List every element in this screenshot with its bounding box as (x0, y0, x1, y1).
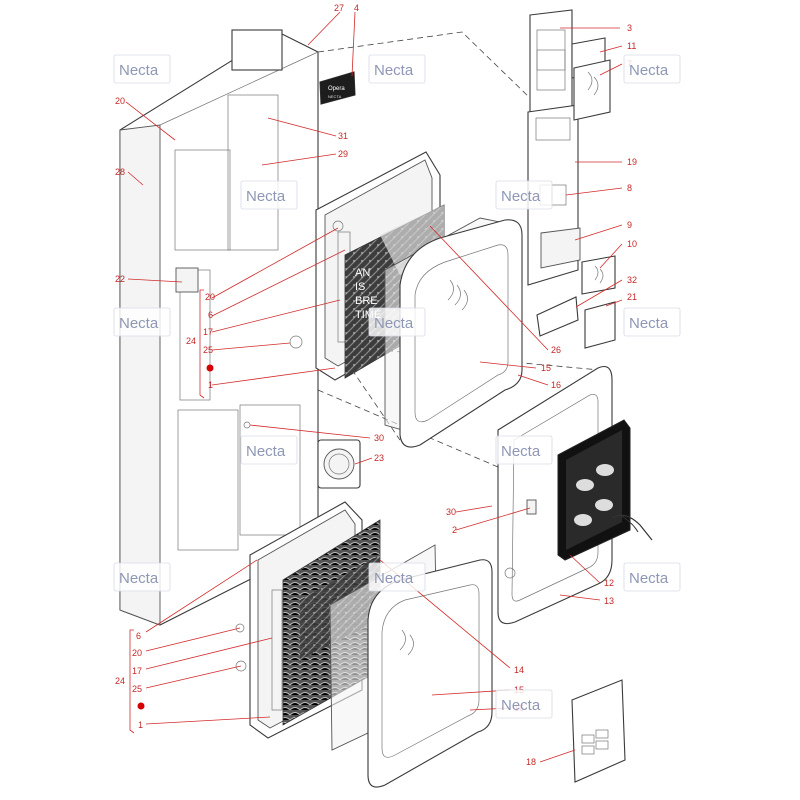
callout-1a: 1 (208, 380, 213, 390)
watermark: Necta (495, 689, 553, 719)
callout-1b: 1 (138, 720, 143, 730)
watermark: Necta (368, 307, 426, 337)
callout-11: 11 (627, 41, 636, 51)
svg-text:Necta: Necta (629, 62, 669, 79)
callout-31: 31 (338, 131, 348, 141)
callout-19: 19 (627, 157, 637, 167)
watermark: Necta (368, 54, 426, 84)
watermark: Necta (495, 435, 553, 465)
callout-18: 18 (526, 757, 536, 767)
watermarks: Necta Necta Necta Necta Necta Necta Nect… (113, 54, 681, 719)
callout-3: 3 (627, 23, 632, 33)
poster-line-1: AN (355, 267, 370, 279)
callout-25a: 25 (203, 345, 213, 355)
marker-dot (206, 364, 214, 372)
svg-text:Necta: Necta (374, 62, 414, 79)
watermark: Necta (240, 180, 298, 210)
callout-32: 32 (627, 275, 637, 285)
watermark: Necta (368, 562, 426, 592)
touch-panel (557, 419, 653, 561)
callout-20a: 20 (115, 96, 125, 106)
name-plate: Opera NECTA (319, 71, 356, 105)
watermark: Necta (623, 54, 681, 84)
watermark: Necta (623, 562, 681, 592)
watermark: Necta (495, 180, 553, 210)
svg-text:Necta: Necta (246, 443, 286, 460)
upper-glass-and-frame (384, 217, 523, 448)
svg-text:Necta: Necta (246, 188, 286, 205)
callout-4: 4 (354, 3, 359, 13)
callout-23: 23 (374, 453, 384, 463)
callout-22: 22 (115, 274, 125, 284)
svg-text:Necta: Necta (501, 443, 541, 460)
callout-24b: 24 (115, 676, 125, 686)
callout-27: 27 (334, 3, 344, 13)
watermark: Necta (113, 54, 171, 84)
callout-29: 29 (338, 149, 348, 159)
callout-8: 8 (627, 183, 632, 193)
callout-12: 12 (604, 578, 614, 588)
svg-text:Necta: Necta (119, 62, 159, 79)
svg-text:Necta: Necta (629, 570, 669, 587)
callout-6b: 6 (136, 631, 141, 641)
callout-25b: 25 (132, 684, 142, 694)
front-door (497, 365, 613, 625)
watermark: Necta (113, 307, 171, 337)
marker-dot (137, 702, 145, 710)
cabinet-frame (119, 29, 319, 626)
svg-text:Necta: Necta (119, 570, 159, 587)
accessory-card (571, 679, 626, 783)
plate-sub: NECTA (328, 94, 342, 99)
callout-28: 28 (115, 167, 125, 177)
callout-24a: 24 (186, 336, 196, 346)
plate-brand: Opera (328, 86, 345, 92)
upper-right-strip (527, 9, 616, 349)
callout-20c: 20 (132, 648, 142, 658)
gasket-part (317, 439, 361, 489)
callout-21: 21 (627, 292, 637, 302)
callout-30b: 30 (446, 507, 456, 517)
watermark: Necta (240, 435, 298, 465)
svg-text:Necta: Necta (374, 315, 414, 332)
leader-lines (125, 11, 623, 763)
callout-17b: 17 (132, 666, 142, 676)
callout-10: 10 (627, 239, 637, 249)
callout-14: 14 (514, 665, 524, 675)
callout-13: 13 (604, 596, 614, 606)
svg-text:Necta: Necta (501, 697, 541, 714)
svg-text:Necta: Necta (119, 315, 159, 332)
callout-9: 9 (627, 220, 632, 230)
callout-labels: 27 4 3 11 7 20 31 29 28 19 8 9 10 22 20 … (115, 3, 637, 767)
callout-26: 26 (551, 345, 561, 355)
callout-30a: 30 (374, 433, 384, 443)
svg-text:Necta: Necta (629, 315, 669, 332)
callout-16a: 16 (551, 380, 561, 390)
poster-line-2: IS (355, 281, 365, 293)
poster-line-3: BRE (355, 295, 378, 307)
lower-glass-and-frame (329, 544, 493, 788)
watermark: Necta (623, 307, 681, 337)
callout-2: 2 (452, 525, 457, 535)
watermark: Necta (113, 562, 171, 592)
callout-20b: 20 (205, 292, 215, 302)
callout-15a: 15 (541, 363, 551, 373)
callout-6a: 6 (208, 310, 213, 320)
callout-17a: 17 (203, 327, 213, 337)
svg-text:Necta: Necta (374, 570, 414, 587)
svg-text:Necta: Necta (501, 188, 541, 205)
